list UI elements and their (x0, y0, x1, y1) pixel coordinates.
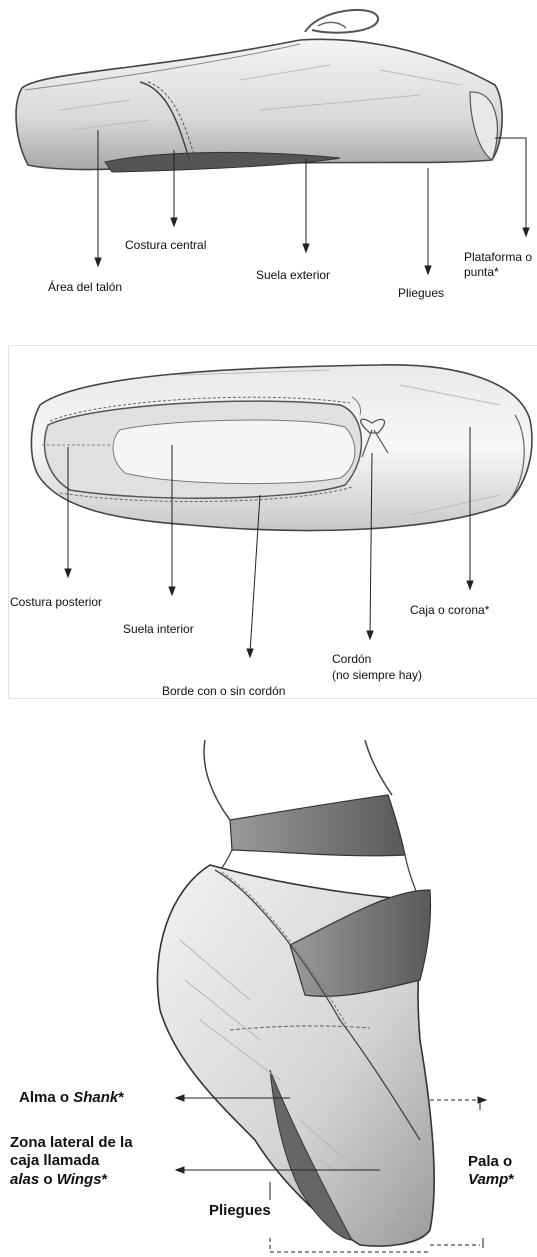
label-outer-sole: Suela exterior (256, 268, 330, 283)
label-binding: Borde con o sin cordón (162, 684, 285, 699)
label-wings-line1: Zona lateral de la (10, 1134, 133, 1152)
label-back-seam: Costura posterior (10, 595, 102, 610)
label-central-seam: Costura central (125, 238, 206, 253)
diagram-side-view: Costura central Área del talón Suela ext… (0, 0, 537, 330)
label-drawstring-line1: Cordón (332, 652, 371, 667)
top-view-illustration (0, 345, 537, 700)
label-platform-line1: Plataforma o (464, 250, 532, 265)
label-heel-area: Área del talón (48, 280, 122, 295)
ribbon-upper (230, 795, 405, 856)
label-inner-sole: Suela interior (123, 622, 194, 637)
label-wings-line3: alas o Wings* (10, 1171, 107, 1189)
label-vamp-line1: Pala o (468, 1153, 512, 1171)
shoe-body (16, 39, 502, 169)
label-shank: Alma o Shank* (19, 1089, 124, 1107)
label-box: Caja o corona* (410, 603, 489, 618)
diagram-top-view: Costura posterior Suela interior Borde c… (0, 345, 537, 700)
label-platform-line2: punta* (464, 265, 499, 280)
label-pleats: Pliegues (398, 286, 444, 301)
label-wings-line2: caja llamada (10, 1152, 99, 1170)
diagram-en-pointe: Alma o Shank* Zona lateral de la caja ll… (0, 740, 537, 1257)
label-drawstring-line2: (no siempre hay) (332, 668, 422, 683)
label-pleats-pointe: Pliegues (209, 1202, 271, 1220)
label-vamp-line2: Vamp* (468, 1171, 514, 1189)
inner-sole-shape (113, 420, 355, 484)
